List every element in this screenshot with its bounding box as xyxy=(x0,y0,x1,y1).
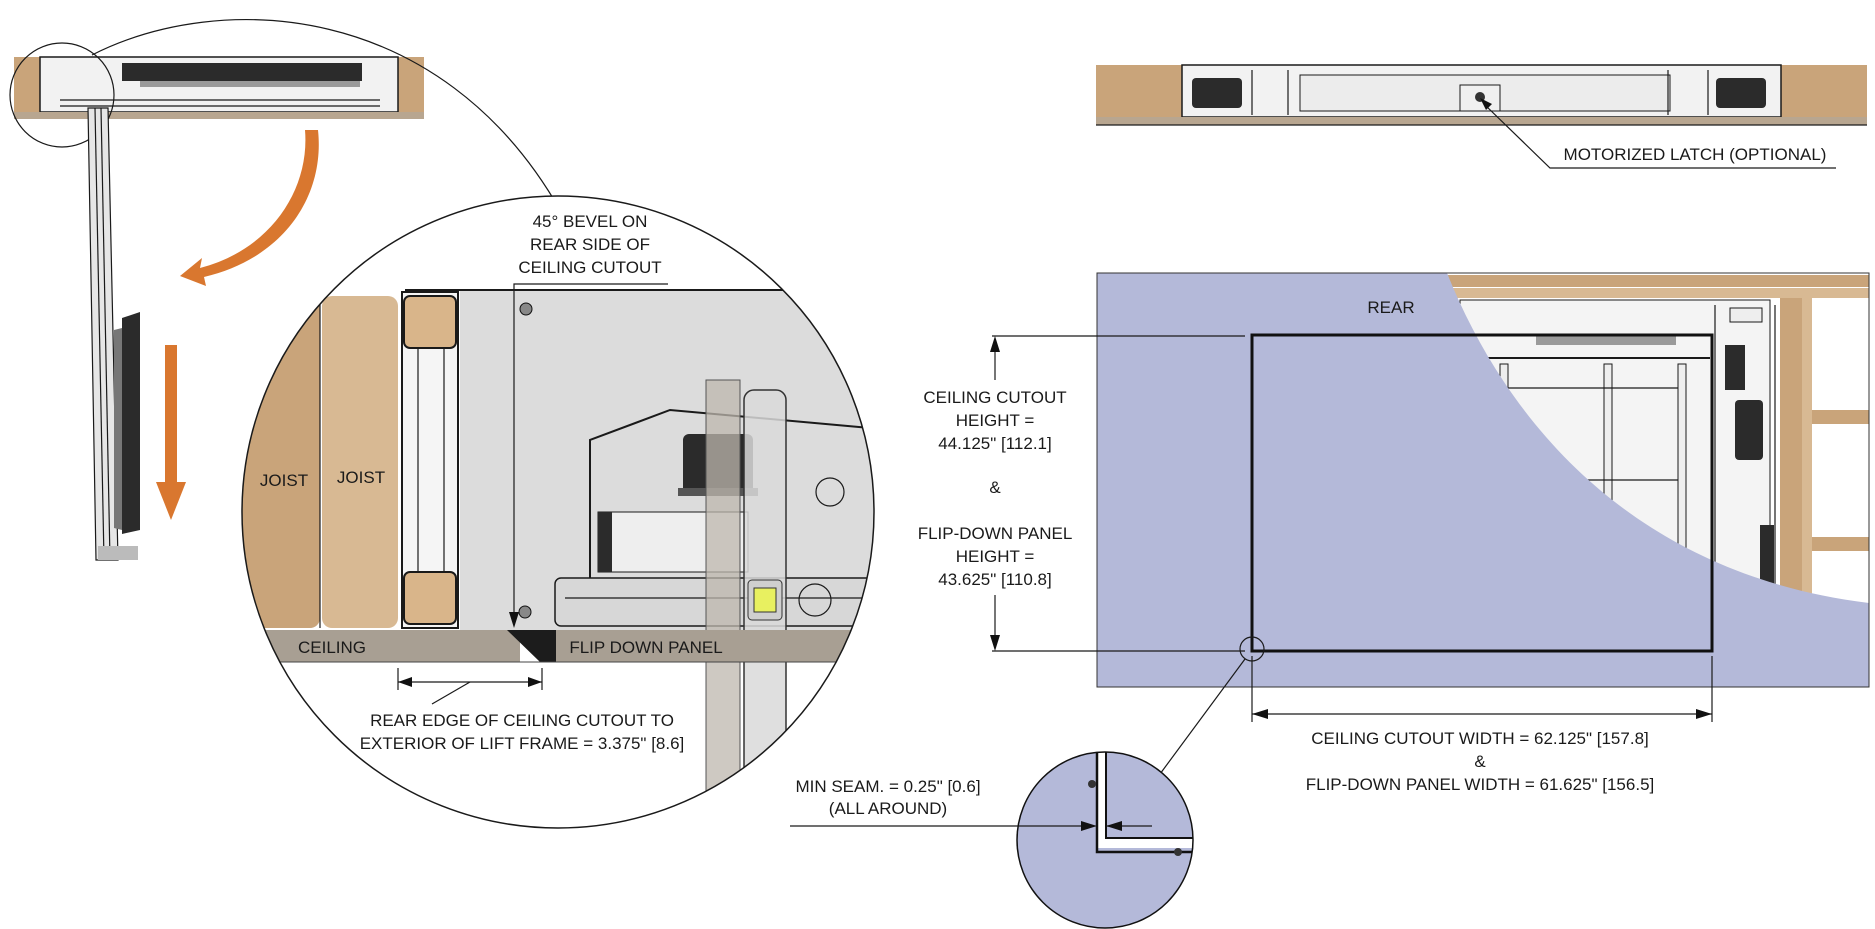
motorized-latch-label: MOTORIZED LATCH (OPTIONAL) xyxy=(1564,145,1827,164)
tv-stored xyxy=(122,63,362,81)
right-wood-block xyxy=(398,57,424,118)
height-label-3: 44.125" [112.1] xyxy=(938,434,1051,453)
bevel-label-3: CEILING CUTOUT xyxy=(518,258,661,277)
height-amp: & xyxy=(989,478,1001,497)
tv-lowered xyxy=(122,312,140,534)
latch-leader xyxy=(1483,103,1836,169)
front-view-housing: MOTORIZED LATCH (OPTIONAL) xyxy=(1096,64,1867,169)
bevel-leader xyxy=(513,283,668,618)
width-amp: & xyxy=(1474,752,1486,771)
left-wood-block xyxy=(14,57,40,118)
flip-down-panel-label: FLIP DOWN PANEL xyxy=(569,638,722,657)
height-label-5: HEIGHT = xyxy=(956,547,1035,566)
height-label-6: 43.625" [110.8] xyxy=(938,570,1051,589)
ceiling-panel-plan: REAR CEILING CUTOUT HEIGHT = 44.125" [11… xyxy=(918,272,1870,794)
joist-1 xyxy=(242,296,320,628)
width-label-1: CEILING CUTOUT WIDTH = 62.125" [157.8] xyxy=(1311,729,1649,748)
seam-detail-circle: MIN SEAM. = 0.25" [0.6] (ALL AROUND) xyxy=(790,751,1194,929)
down-arrow-icon xyxy=(156,482,186,520)
detail-circle-large: 45° BEVEL ON REAR SIDE OF CEILING CUTOUT… xyxy=(241,195,875,829)
joist-2 xyxy=(322,296,398,628)
bevel-label-2: REAR SIDE OF xyxy=(530,235,650,254)
flip-down-panel xyxy=(1097,273,1869,687)
height-label-1: CEILING CUTOUT xyxy=(923,388,1066,407)
ceiling-section xyxy=(242,630,520,662)
seam-leader xyxy=(1159,658,1246,775)
width-label-2: FLIP-DOWN PANEL WIDTH = 61.625" [156.5] xyxy=(1306,775,1655,794)
seam-callout-circle xyxy=(1239,636,1265,662)
rear-label: REAR xyxy=(1367,298,1414,317)
seam-label-1: MIN SEAM. = 0.25" [0.6] xyxy=(795,777,980,796)
rotate-arrow-icon xyxy=(180,130,319,286)
rear-edge-label-2: EXTERIOR OF LIFT FRAME = 3.375" [8.6] xyxy=(360,734,685,753)
height-label-2: HEIGHT = xyxy=(956,411,1035,430)
detail-callout-circle xyxy=(9,42,115,148)
seam-label-2: (ALL AROUND) xyxy=(829,799,947,818)
height-label-4: FLIP-DOWN PANEL xyxy=(918,524,1073,543)
joist-label-1: JOIST xyxy=(260,471,308,490)
ceiling-label: CEILING xyxy=(298,638,366,657)
bevel-label-1: 45° BEVEL ON xyxy=(533,212,648,231)
right-motor xyxy=(1716,78,1766,108)
side-view-lift xyxy=(9,19,561,561)
detail-leader-curve xyxy=(91,19,561,211)
rear-edge-label-1: REAR EDGE OF CEILING CUTOUT TO xyxy=(370,711,674,730)
ceiling-cutout-outline xyxy=(1250,333,1714,653)
joist-label-2: JOIST xyxy=(337,468,385,487)
flip-down-panel-section xyxy=(556,630,874,662)
bevel-cut xyxy=(507,630,556,662)
left-motor xyxy=(1192,78,1242,108)
ceiling-strip xyxy=(14,112,424,119)
